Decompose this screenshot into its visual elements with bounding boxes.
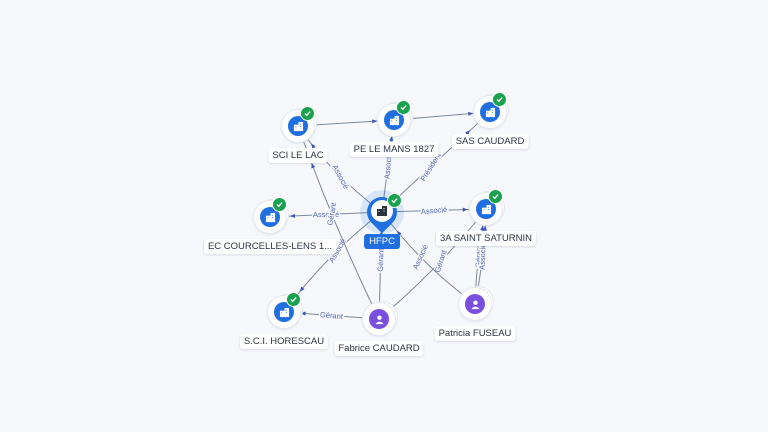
node-disc bbox=[282, 106, 315, 142]
edge-arrow-icon bbox=[468, 111, 474, 116]
edge-arrow-icon bbox=[389, 135, 394, 142]
edge-arrow-icon bbox=[465, 130, 471, 136]
verified-check-icon bbox=[272, 197, 287, 212]
edge-label: Associé bbox=[421, 205, 448, 216]
edge-arrow-icon bbox=[372, 119, 378, 124]
node-label: PE LE MANS 1827 bbox=[349, 142, 439, 157]
edge-label: Associé bbox=[411, 243, 430, 271]
node-label: S.C.I. HORESCAU bbox=[239, 334, 329, 349]
verified-check-icon bbox=[492, 92, 507, 107]
node-disc bbox=[474, 92, 507, 128]
verified-check-icon bbox=[488, 189, 503, 204]
building-icon bbox=[480, 102, 500, 122]
edge-label: Gérant bbox=[325, 201, 338, 226]
node-label: 3A SAINT SATURNIN bbox=[435, 231, 537, 246]
node-disc bbox=[363, 303, 395, 335]
edge-arrow-icon bbox=[462, 207, 468, 212]
edge-fabrice-caudard-to-3a-saint-saturnin bbox=[378, 208, 487, 320]
edge-arrow-icon bbox=[480, 225, 485, 231]
verified-check-icon bbox=[396, 100, 411, 115]
node-label: SAS CAUDARD bbox=[451, 134, 529, 149]
edge-arrow-icon bbox=[482, 225, 487, 231]
node-disc bbox=[254, 197, 287, 233]
building-icon bbox=[384, 110, 404, 130]
verified-check-icon bbox=[300, 106, 315, 121]
building-icon bbox=[371, 200, 393, 222]
node-disc bbox=[459, 288, 491, 320]
edge-arrow-icon bbox=[299, 286, 305, 292]
edge-arrow-icon bbox=[396, 230, 402, 236]
edge-label: Associé bbox=[382, 153, 393, 180]
building-icon bbox=[274, 302, 294, 322]
verified-check-icon bbox=[286, 292, 301, 307]
node-disc bbox=[268, 292, 301, 328]
edge-arrow-icon bbox=[310, 143, 316, 149]
verified-check-icon bbox=[387, 193, 402, 208]
building-icon bbox=[260, 207, 280, 227]
edge-label: Gérant bbox=[433, 248, 449, 273]
edge-label: Associé bbox=[331, 163, 351, 190]
edge-arrow-icon bbox=[311, 163, 316, 169]
edge-label: Associé bbox=[478, 243, 488, 270]
node-disc bbox=[470, 189, 503, 225]
node-disc bbox=[378, 100, 411, 136]
node-label: SCI LE LAC bbox=[268, 148, 328, 163]
node-label: EC COURCELLES-LENS 1... bbox=[203, 239, 337, 254]
person-icon bbox=[465, 294, 485, 314]
edge-arrow-icon bbox=[300, 311, 306, 316]
node-label: Patricia FUSEAU bbox=[434, 326, 516, 341]
edge-label: Gérant bbox=[320, 310, 345, 321]
node-label: Fabrice CAUDARD bbox=[334, 341, 424, 356]
edge-label: Gérant bbox=[376, 248, 386, 272]
center-node-label: HFPC bbox=[364, 234, 400, 249]
building-icon bbox=[476, 199, 496, 219]
person-icon bbox=[369, 309, 389, 329]
edge-arrow-icon bbox=[289, 213, 295, 218]
building-icon bbox=[288, 116, 308, 136]
